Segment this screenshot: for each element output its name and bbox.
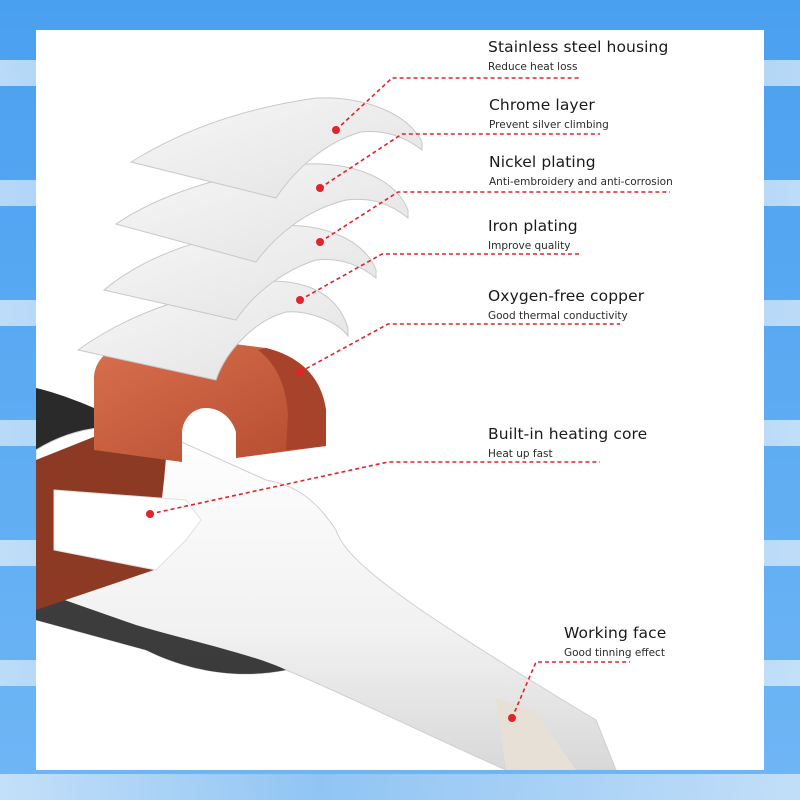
label-stainless-steel-housing: Stainless steel housing Reduce heat loss bbox=[488, 38, 668, 73]
label-title: Chrome layer bbox=[489, 96, 595, 114]
leader-chrome bbox=[319, 133, 600, 189]
dot bbox=[296, 368, 304, 376]
leader-iron bbox=[299, 253, 580, 301]
label-subtitle: Good tinning effect bbox=[564, 647, 665, 659]
label-iron-plating: Iron plating Improve quality bbox=[488, 217, 578, 252]
label-title: Working face bbox=[564, 624, 667, 642]
label-title: Oxygen-free copper bbox=[488, 287, 645, 305]
leader-lines bbox=[149, 77, 670, 719]
label-subtitle: Anti-embroidery and anti-corrosion bbox=[489, 176, 673, 188]
label-title: Nickel plating bbox=[489, 153, 596, 171]
label-subtitle: Heat up fast bbox=[488, 448, 553, 460]
dot bbox=[146, 510, 154, 518]
label-working-face: Working face Good tinning effect bbox=[564, 624, 666, 659]
layer-sheets bbox=[76, 97, 423, 381]
dot bbox=[316, 184, 324, 192]
label-title: Stainless steel housing bbox=[488, 38, 669, 56]
leader-dots bbox=[146, 126, 516, 722]
label-subtitle: Reduce heat loss bbox=[488, 61, 578, 73]
label-subtitle: Good thermal conductivity bbox=[488, 310, 628, 322]
soldering-tip-illustration bbox=[36, 77, 670, 770]
label-subtitle: Improve quality bbox=[488, 240, 571, 252]
heating-core bbox=[53, 489, 202, 571]
dot bbox=[332, 126, 340, 134]
dot bbox=[316, 238, 324, 246]
sky-band bbox=[0, 774, 800, 800]
leader-nickel bbox=[319, 191, 670, 243]
label-nickel-plating: Nickel plating Anti-embroidery and anti-… bbox=[489, 153, 673, 188]
sheet-chrome-layer bbox=[129, 97, 423, 199]
label-built-in-heating-core: Built-in heating core Heat up fast bbox=[488, 425, 647, 460]
leader-copper bbox=[299, 323, 620, 373]
label-subtitle: Prevent silver climbing bbox=[489, 119, 609, 131]
label-oxygen-free-copper: Oxygen-free copper Good thermal conducti… bbox=[488, 287, 644, 322]
dot bbox=[508, 714, 516, 722]
label-chrome-layer: Chrome layer Prevent silver climbing bbox=[489, 96, 609, 131]
label-title: Iron plating bbox=[488, 217, 578, 235]
working-face-zone bbox=[496, 698, 576, 770]
diagram-panel: Stainless steel housing Reduce heat loss… bbox=[36, 30, 764, 770]
label-title: Built-in heating core bbox=[488, 425, 648, 443]
dot bbox=[296, 296, 304, 304]
